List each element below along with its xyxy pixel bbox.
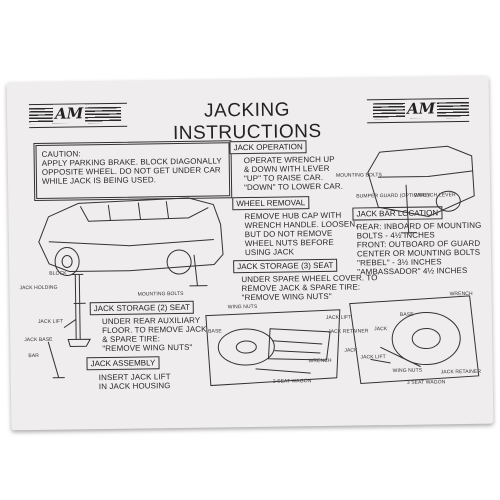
- callout-base-2: BASE: [399, 311, 414, 318]
- jack-storage-3-heading: JACK STORAGE (3) SEAT: [233, 258, 338, 274]
- jack-bar-location-heading: JACK BAR LOCATION: [352, 206, 443, 221]
- jacking-instructions-decal: AM AM JACKING INSTRUCTIONS CAUTION: APPL…: [6, 75, 494, 431]
- callout-wing-nuts-2: WING NUTS: [392, 367, 423, 375]
- callout-jack-lift-1: JACK LIFT: [325, 314, 352, 321]
- jack-storage-2-line-4: "REMOVE WING NUTS": [102, 342, 193, 354]
- caution-box: CAUTION: APPLY PARKING BRAKE. BLOCK DIAG…: [33, 140, 233, 202]
- callout-wrench-1: WRENCH: [308, 357, 332, 365]
- callout-jack-retainer-2: JACK RETAINER: [440, 368, 482, 376]
- jack-assembly-heading: JACK ASSEMBLY: [86, 356, 160, 371]
- callout-jack-holding: JACK HOLDING: [19, 284, 58, 292]
- am-logo-right: AM: [404, 99, 438, 118]
- callout-block: BLOCK: [49, 270, 67, 277]
- callout-wing-nuts-1: WING NUTS: [227, 303, 258, 311]
- wheel-removal-heading: WHEEL REMOVAL: [232, 196, 310, 211]
- jack-operation-line-4: "DOWN" TO LOWER CAR.: [244, 181, 344, 193]
- caution-line-3: WHILE JACK IS BEING USED.: [41, 175, 157, 186]
- caption-3-seat-wagon: 3 SEAT WAGON: [406, 379, 446, 386]
- am-logo-left: AM: [52, 104, 86, 123]
- jack-assembly-line-2: IN JACK HOUSING: [98, 381, 171, 392]
- callout-mounting-bolts: MOUNTING BOLTS: [137, 290, 184, 298]
- callout-jack-2: JACK: [374, 326, 388, 333]
- trunk-floor-2-seat-illustration: [205, 309, 341, 387]
- callout-mounting-bolts-top: MOUNTING BOLTS: [335, 172, 382, 179]
- callout-jack-base: JACK BASE: [24, 336, 53, 344]
- jack-operation-heading: JACK OPERATION: [229, 140, 307, 155]
- callout-bar: BAR: [28, 352, 40, 360]
- jack-storage-3-line-3: "REMOVE WING NUTS": [241, 291, 332, 303]
- wheel-removal-line-5: USING JACK: [244, 247, 295, 258]
- callout-jack-lift-2: JACK LIFT: [360, 354, 386, 361]
- callout-base-1: BASE: [208, 328, 222, 335]
- caption-2-seat-wagon: 2 SEAT WAGON: [272, 378, 312, 385]
- callout-wrench-2: WRENCH: [449, 290, 473, 298]
- callout-wrench-lever: WRENCH LEVER: [414, 192, 456, 199]
- callout-jack-lift: JACK LIFT: [37, 318, 64, 325]
- jack-storage-2-heading: JACK STORAGE (2) SEAT: [89, 300, 195, 316]
- page-title: JACKING INSTRUCTIONS: [126, 98, 368, 146]
- callout-jack-retainer-1: JACK RETAINER: [328, 328, 369, 335]
- callout-jack-1: JACK: [344, 347, 358, 354]
